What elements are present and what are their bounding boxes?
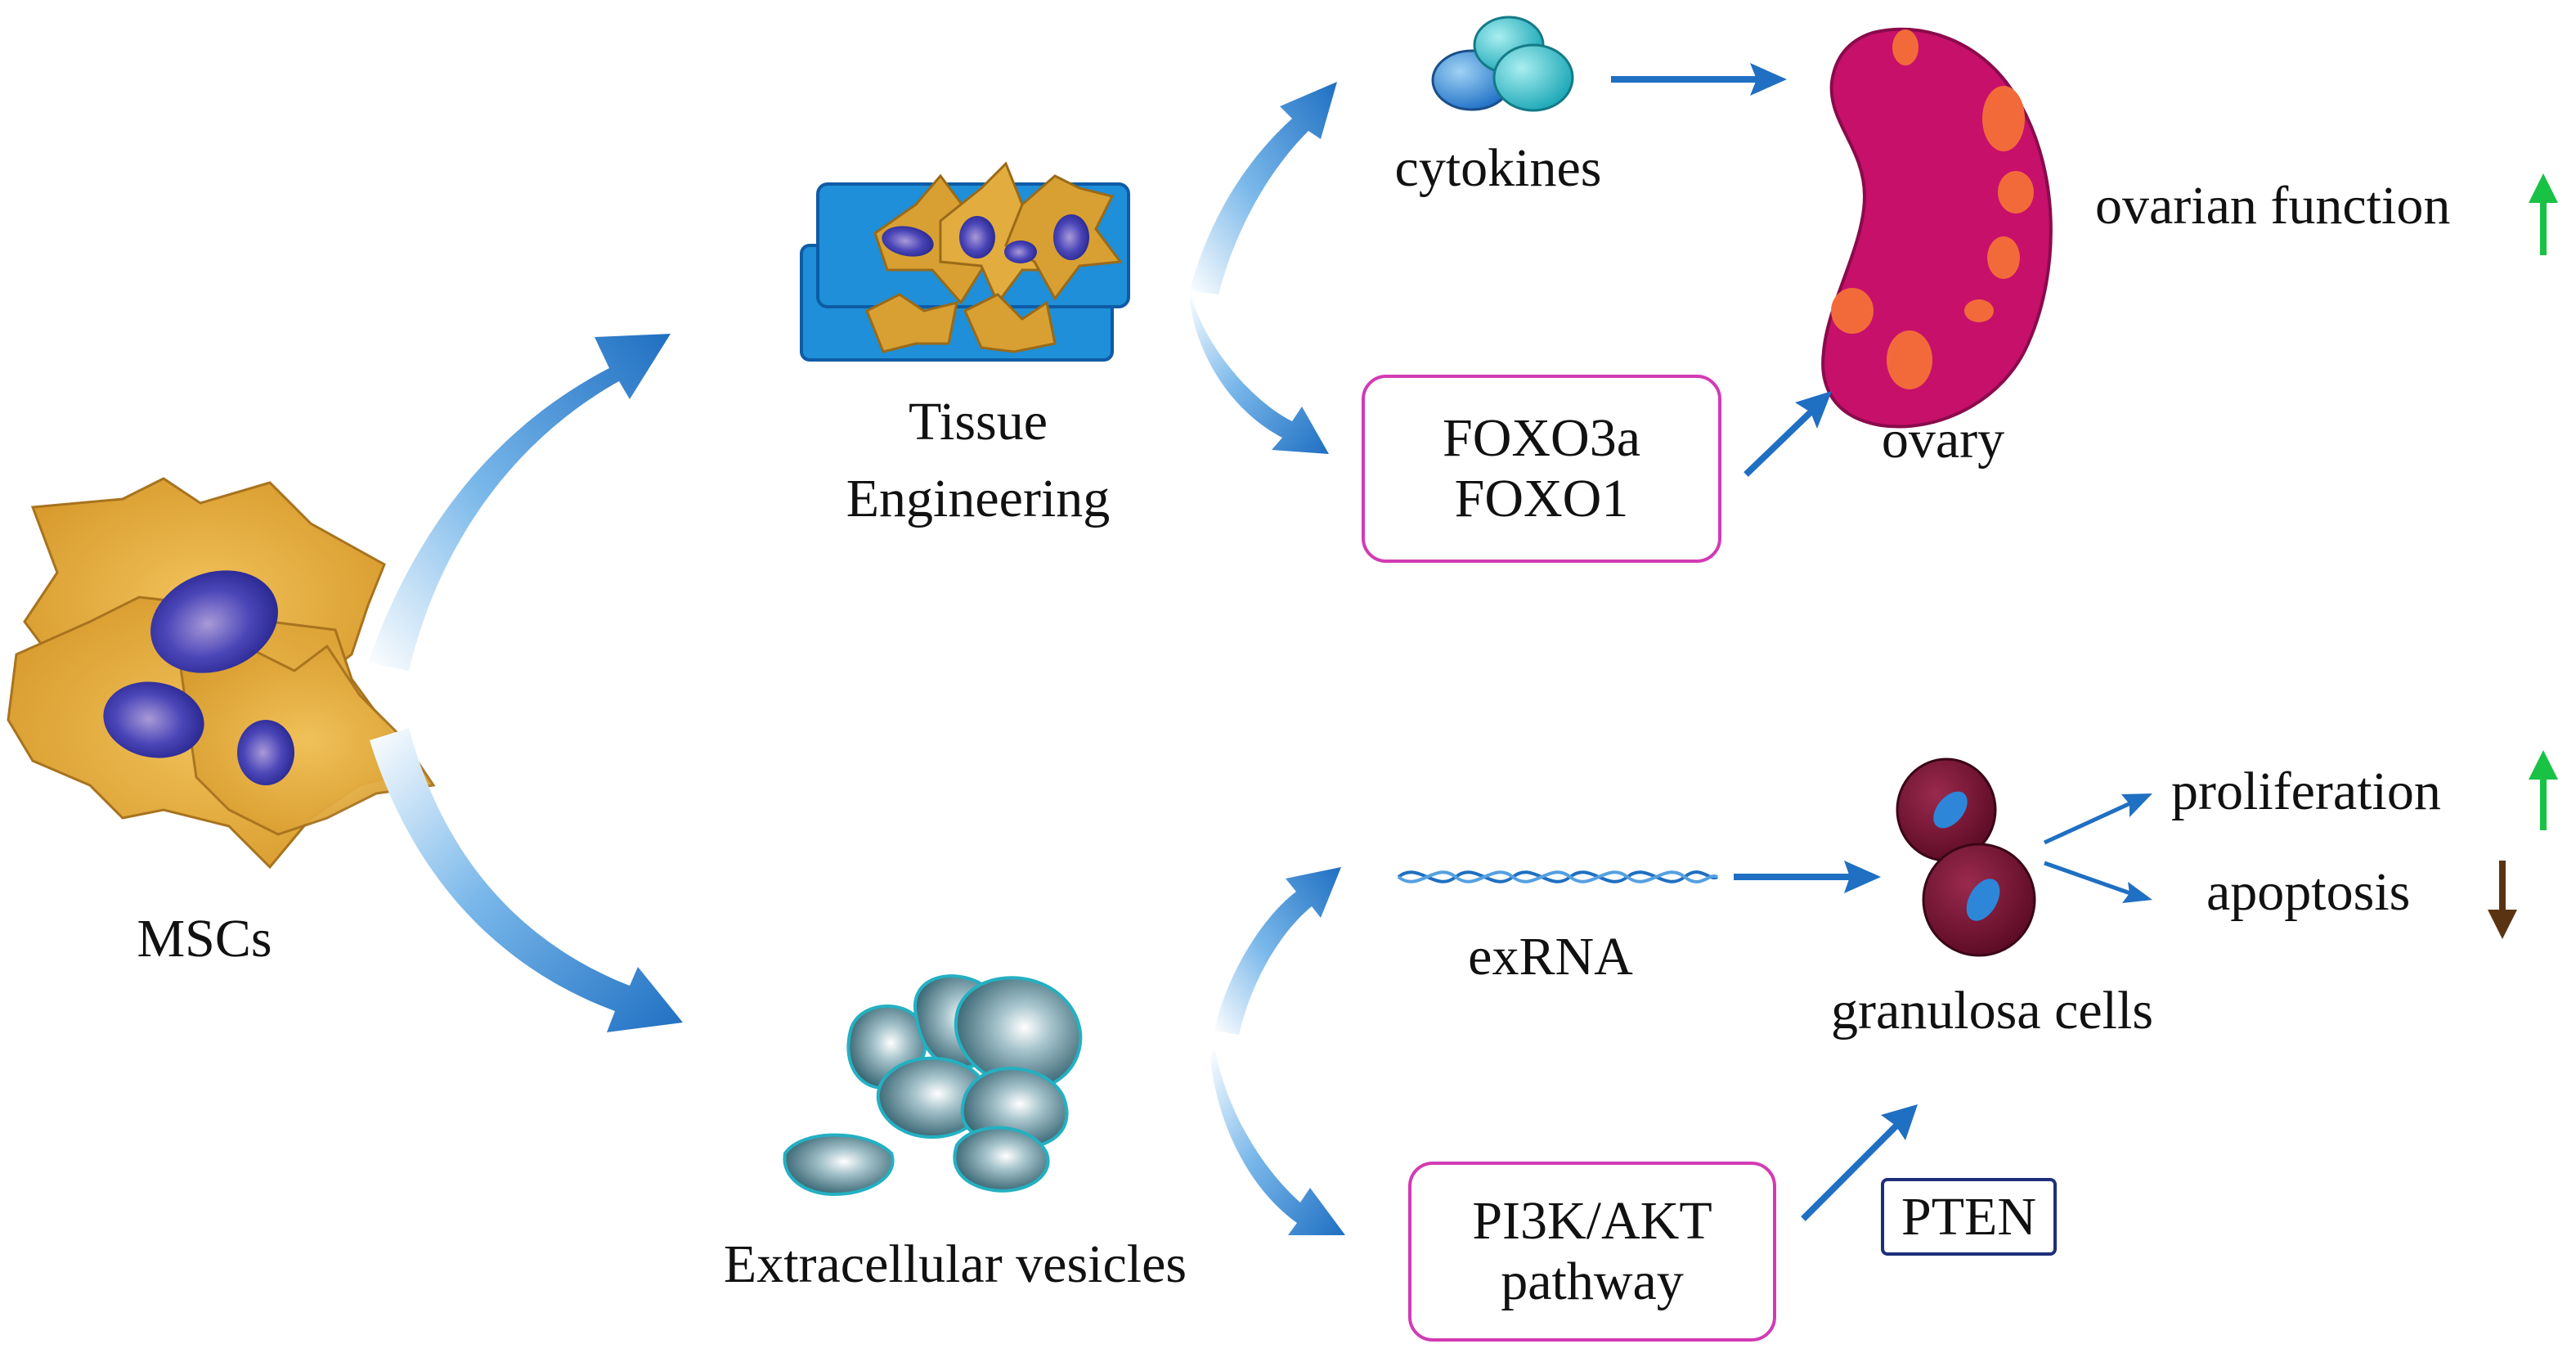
proliferation-label: proliferation — [2171, 762, 2441, 821]
pi3k-box-line1: PI3K/AKT — [1472, 1191, 1712, 1252]
cytokines-label: cytokines — [1394, 138, 1602, 198]
follicle-icon — [1964, 299, 1994, 322]
follicle-icon — [1982, 86, 2025, 151]
arrow-exrna-to-granulosa — [1734, 861, 1881, 893]
down-arrow-icon — [2488, 861, 2517, 939]
arrow-granulosa-to-proliferation — [2043, 793, 2152, 845]
arrow-vesicles-to-pi3k — [1210, 1047, 1345, 1235]
foxo-box-line1: FOXO3a — [1443, 408, 1640, 469]
up-arrow-icon — [2529, 750, 2558, 830]
arrow-cytokines-to-ovary — [1611, 63, 1787, 96]
follicle-icon — [1887, 330, 1932, 389]
granulosa-cells-illustration — [1896, 757, 2036, 957]
up-arrow-icon — [2529, 173, 2558, 255]
follicle-icon — [1831, 288, 1874, 334]
msc-cell-shape — [178, 644, 436, 836]
arrow-tissue-to-foxo — [1190, 290, 1329, 454]
nucleus-icon — [150, 570, 278, 673]
exrna-strand-icon — [1397, 870, 1719, 883]
mscs-illustration — [7, 477, 436, 870]
mscs-label: MSCs — [137, 909, 272, 969]
pten-label: PTEN — [1901, 1186, 2036, 1247]
apoptosis-label: apoptosis — [2206, 862, 2411, 922]
nucleus-icon — [237, 720, 294, 785]
ovary-shape — [1821, 27, 2053, 429]
nucleus-icon — [1966, 879, 2000, 921]
arrow-tissue-to-cytokines — [1190, 82, 1337, 294]
arrow-pi3k-to-granulosa — [1801, 1104, 1918, 1221]
arrow-foxo-to-ovary — [1744, 391, 1832, 477]
extracellular-vesicles-illustration — [783, 974, 1083, 1197]
follicle-icon — [1998, 171, 2034, 214]
tissue-engineering-scaffold — [800, 161, 1130, 362]
arrow-granulosa-to-apoptosis — [2044, 861, 2152, 903]
ovary-illustration — [1821, 27, 2053, 429]
extracellular-vesicles-label: Extracellular vesicles — [723, 1234, 1187, 1294]
nucleus-icon — [1933, 791, 1968, 829]
foxo-box-line2: FOXO1 — [1454, 469, 1629, 528]
ovarian-function-label: ovarian function — [2095, 176, 2451, 236]
foxo-box: FOXO3a FOXO1 — [1362, 375, 1721, 563]
follicle-icon — [1987, 236, 2020, 279]
ovary-label: ovary — [1881, 410, 2005, 470]
pi3k-akt-box: PI3K/AKT pathway — [1408, 1162, 1776, 1342]
cytokines-icon — [1431, 16, 1574, 112]
tissue-engineering-label-line1: Tissue — [909, 392, 1048, 452]
pi3k-box-line2: pathway — [1501, 1252, 1684, 1311]
nucleus-icon — [103, 681, 204, 758]
arrow-mscs-to-tissue-engineering — [368, 334, 671, 671]
arrow-vesicles-to-exrna — [1214, 867, 1341, 1035]
exrna-label: exRNA — [1468, 927, 1633, 987]
arrow-mscs-to-extracellular-vesicles — [370, 728, 683, 1032]
tissue-engineering-label-line2: Engineering — [846, 469, 1111, 528]
follicle-icon — [1892, 29, 1919, 65]
pten-box: PTEN — [1881, 1178, 2057, 1256]
granulosa-cells-label: granulosa cells — [1830, 981, 2154, 1041]
